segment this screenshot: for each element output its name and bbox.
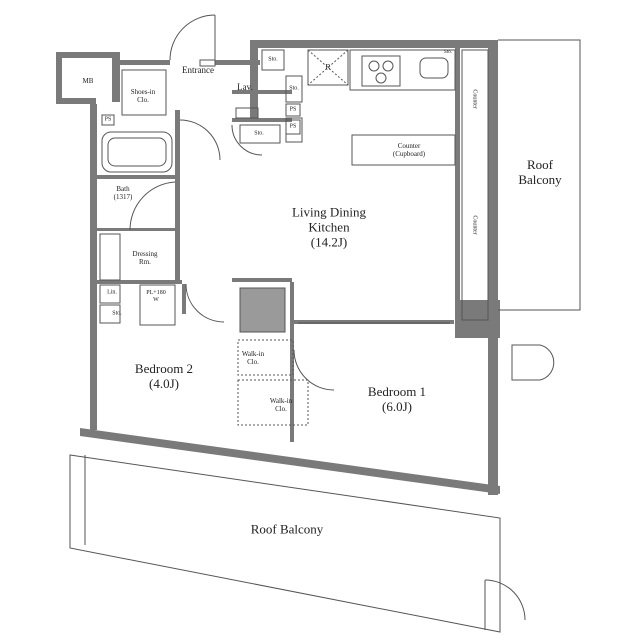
walk-in-closet-2-label: Walk-in Clo. bbox=[269, 396, 293, 413]
ps-tag-2: PS bbox=[289, 106, 297, 113]
storage-tag-2: Sto. bbox=[289, 85, 299, 92]
living-dining-kitchen-label: Living Dining Kitchen (14.2J) bbox=[291, 204, 367, 250]
mb-label: MB bbox=[82, 76, 94, 85]
outer-walls bbox=[56, 40, 500, 495]
counter-side-tag-1: Counter bbox=[471, 89, 478, 109]
interior-lines bbox=[69, 14, 581, 633]
shoes-in-closet-label: Shoes-in Clo. bbox=[130, 87, 156, 104]
bedroom-1-label: Bedroom 1 (6.0J) bbox=[367, 384, 427, 414]
storage-tag-small: Sto. bbox=[112, 310, 122, 317]
lavatory-label: Lav. bbox=[237, 81, 253, 92]
ps-tag-3: PS bbox=[289, 123, 297, 130]
ps-tag-1: PS bbox=[104, 116, 112, 123]
entrance-label: Entrance bbox=[182, 64, 214, 75]
storage-tag-1: Sto. bbox=[268, 56, 278, 63]
linen-tag: Lin. bbox=[107, 289, 117, 296]
structural-column bbox=[239, 287, 286, 333]
roof-balcony-right-label: Roof Balcony bbox=[518, 157, 562, 187]
washer-tag: PL+180 W bbox=[146, 290, 166, 303]
bath-label: Bath (1317) bbox=[113, 184, 133, 201]
walk-in-closet-1-label: Walk-in Clo. bbox=[241, 349, 265, 366]
windows bbox=[119, 431, 446, 477]
dressing-room-label: Dressing Rm. bbox=[132, 249, 158, 266]
storage-tag-top: Sto. bbox=[444, 50, 452, 56]
storage-tag-3: Sto. bbox=[254, 130, 264, 137]
refrigerator-tag: R bbox=[325, 62, 331, 72]
counter-side-tag-2: Counter bbox=[471, 215, 478, 235]
counter-cupboard-label: Counter (Cupboard) bbox=[392, 141, 426, 158]
bedroom-2-label: Bedroom 2 (4.0J) bbox=[134, 361, 194, 391]
roof-balcony-bottom-label: Roof Balcony bbox=[250, 521, 324, 537]
